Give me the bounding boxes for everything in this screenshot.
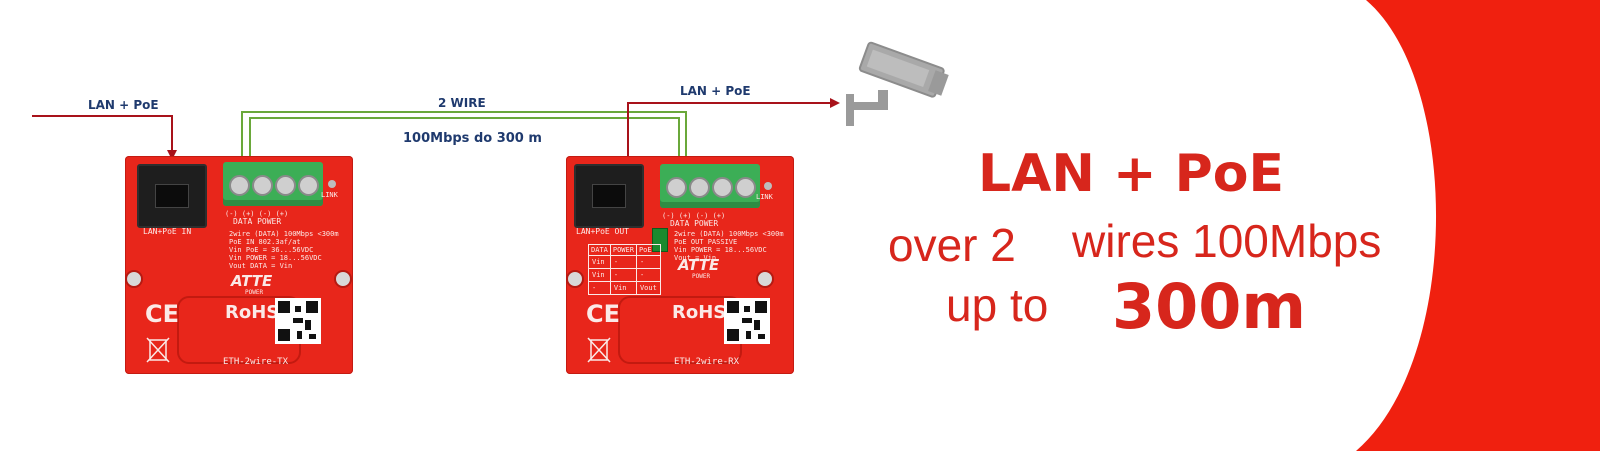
promo-headline: LAN + PoE — [978, 144, 1285, 204]
input-label: LAN + PoE — [88, 98, 159, 112]
wire-pair-outer — [241, 111, 687, 166]
table-cell: Vin — [588, 268, 611, 282]
table-header-cell: PoE — [635, 244, 661, 256]
terminal-labels: DATA POWER — [670, 219, 719, 228]
terminal-labels: DATA POWER — [233, 217, 282, 226]
port-label: LAN+PoE IN — [143, 227, 192, 236]
mount-hole — [566, 270, 584, 288]
spec-line: Vin POWER = 18...56VDC — [229, 254, 322, 262]
table-cell: - — [609, 268, 637, 282]
table-header-cell: POWER — [609, 244, 637, 256]
spec-line: 2wire (DATA) 100Mbps <300m — [674, 230, 784, 238]
speed-label: 100Mbps do 300 m — [403, 131, 542, 146]
spec-text: 2wire (DATA) 100Mbps <300m PoE IN 802.3a… — [229, 230, 339, 270]
mode-table: DATA POWER PoE Vin - - Vin - - - Vin Vou… — [588, 244, 661, 295]
spec-line: Vout = Vin — [674, 254, 717, 262]
link-label: LINK — [321, 191, 338, 199]
atte-logo-sub: POWER — [692, 273, 711, 280]
terminal-block — [223, 162, 323, 206]
spec-text: 2wire (DATA) 100Mbps <300m PoE OUT PASSI… — [674, 230, 784, 262]
table-cell: - — [635, 255, 661, 269]
spec-line: Vout DATA = Vin — [229, 262, 293, 270]
output-label: LAN + PoE — [680, 84, 751, 98]
mount-hole — [125, 270, 143, 288]
wire-pair-inner — [249, 117, 680, 166]
terminal-marks: (-) (+) (-) (+) — [225, 210, 289, 218]
camera-icon — [846, 41, 949, 126]
table-cell: - — [609, 255, 637, 269]
rj45-port — [574, 164, 644, 228]
wire-label: 2 WIRE — [438, 96, 486, 110]
spec-line: Vin PoE = 36...56VDC — [229, 246, 314, 254]
atte-logo: ATTE — [678, 256, 720, 274]
atte-logo: ATTE — [231, 272, 273, 290]
link-label: LINK — [756, 193, 773, 201]
link-led — [328, 180, 336, 188]
weee-bin-icon — [146, 337, 170, 363]
spec-line: PoE IN 802.3af/at — [229, 238, 301, 246]
tx-board: LAN+PoE IN LINK (-) (+) (-) (+) DATA POW… — [125, 156, 353, 374]
spec-line: PoE OUT PASSIVE — [674, 238, 738, 246]
table-cell: Vout — [635, 281, 661, 295]
promo-line2-left: over 2 — [888, 219, 1016, 271]
link-led — [764, 182, 772, 190]
promo-line2-right: wires 100Mbps — [1072, 215, 1382, 267]
rohs-mark: RoHS — [672, 302, 727, 323]
ce-mark-icon: CE — [145, 300, 180, 328]
mount-hole — [334, 270, 352, 288]
promo-distance: 300m — [1112, 270, 1307, 343]
rj45-port — [137, 164, 207, 228]
weee-bin-icon — [587, 337, 611, 363]
mount-hole — [756, 270, 774, 288]
terminal-marks: (-) (+) (-) (+) — [662, 212, 726, 220]
table-cell: Vin — [588, 255, 611, 269]
spec-line: Vin POWER = 18...56VDC — [674, 246, 767, 254]
rx-board: LAN+PoE OUT LINK (-) (+) (-) (+) DATA PO… — [566, 156, 794, 374]
spec-line: 2wire (DATA) 100Mbps <300m — [229, 230, 339, 238]
input-arrow — [32, 115, 177, 160]
qr-code-icon — [275, 298, 321, 344]
qr-code-icon — [724, 298, 770, 344]
table-cell: - — [588, 281, 611, 295]
promo-line3-left: up to — [946, 279, 1049, 331]
table-header-cell: DATA — [588, 244, 611, 256]
rohs-mark: RoHS — [225, 302, 280, 323]
atte-logo-sub: POWER — [245, 289, 264, 296]
output-arrow — [627, 98, 840, 160]
table-cell: Vin — [609, 281, 637, 295]
board-name: ETH-2wire-RX — [674, 357, 740, 367]
table-cell: - — [635, 268, 661, 282]
terminal-block — [660, 164, 760, 208]
board-name: ETH-2wire-TX — [223, 357, 289, 367]
ce-mark-icon: CE — [586, 300, 621, 328]
port-label: LAN+PoE OUT — [576, 227, 629, 236]
